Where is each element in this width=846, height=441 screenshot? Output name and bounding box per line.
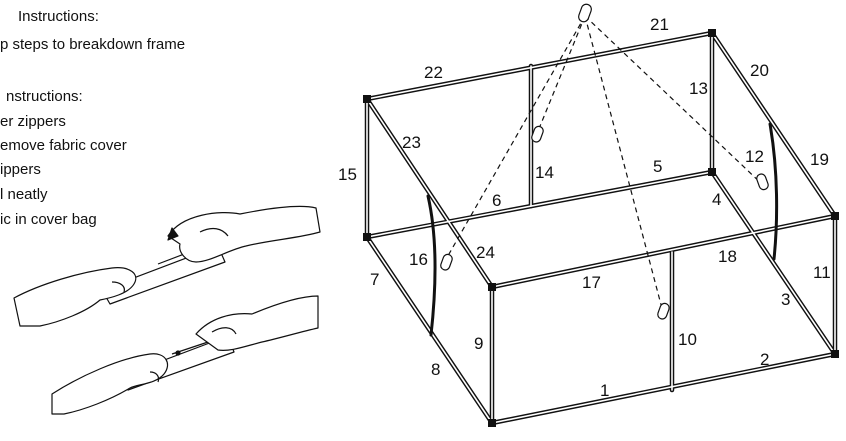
- hanging-ties: [440, 15, 765, 317]
- part-label-22: 22: [424, 63, 443, 82]
- part-label-7: 7: [370, 270, 379, 289]
- part-label-5: 5: [653, 157, 662, 176]
- part-label-2: 2: [760, 350, 769, 369]
- part-label-14: 14: [535, 163, 554, 182]
- part-label-13: 13: [689, 79, 708, 98]
- part-label-17: 17: [582, 273, 601, 292]
- part-label-20: 20: [750, 61, 769, 80]
- instructions-breakdown-step: p steps to breakdown frame: [0, 36, 186, 53]
- part-label-10: 10: [678, 330, 697, 349]
- part-label-16: 16: [409, 250, 428, 269]
- side-struts: [426, 122, 779, 337]
- instructions-heading-1: Instructions:: [18, 8, 99, 25]
- part-label-18: 18: [718, 247, 737, 266]
- frame-poles-inner: [366, 32, 836, 424]
- frame-joints: [363, 29, 839, 427]
- part-label-15: 15: [338, 165, 357, 184]
- hook-connectors: [440, 3, 769, 320]
- hands-illustration: [13, 205, 321, 415]
- instructions-heading-2: nstructions:: [6, 88, 83, 105]
- instruction-line-4: l neatly: [0, 186, 48, 203]
- part-label-11: 11: [813, 263, 831, 282]
- part-label-24: 24: [476, 243, 495, 262]
- part-label-6: 6: [492, 191, 501, 210]
- part-label-19: 19: [810, 150, 829, 169]
- instruction-line-1: er zippers: [0, 113, 66, 130]
- part-label-3: 3: [781, 290, 790, 309]
- part-label-4: 4: [712, 190, 721, 209]
- part-labels: 1 2 3 4 5 6 7 8 9 10 11 12 13 14 15 16 1…: [338, 15, 831, 400]
- part-label-1: 1: [600, 381, 609, 400]
- part-label-9: 9: [474, 334, 483, 353]
- instruction-line-2: emove fabric cover: [0, 137, 127, 154]
- part-label-12: 12: [745, 147, 764, 166]
- instruction-line-3: ippers: [0, 161, 41, 178]
- part-label-21: 21: [650, 15, 669, 34]
- part-label-23: 23: [402, 133, 421, 152]
- instruction-line-5: ic in cover bag: [0, 211, 97, 228]
- part-label-8: 8: [431, 360, 440, 379]
